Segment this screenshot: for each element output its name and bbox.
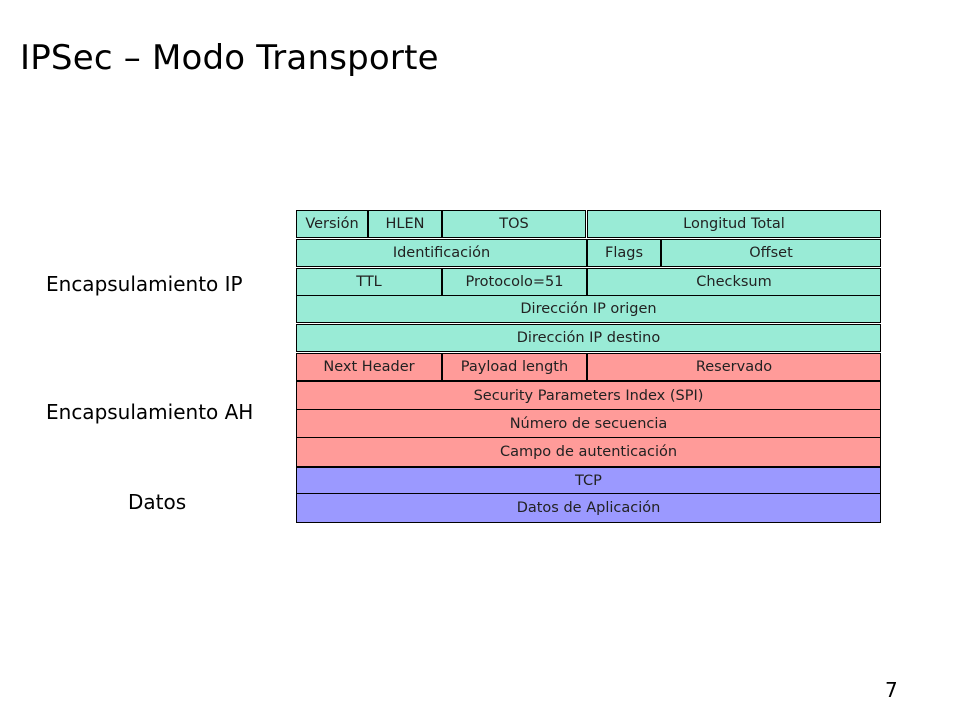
ah-next-header-field: Next Header xyxy=(296,353,442,381)
ip-identification-field: Identificación xyxy=(296,239,587,267)
ip-source-address-field: Dirección IP origen xyxy=(296,295,881,323)
ip-total-length-field: Longitud Total xyxy=(587,210,881,238)
ip-tos-field: TOS xyxy=(442,210,586,238)
ah-reserved-field: Reservado xyxy=(587,353,881,381)
ip-protocol-field: Protocolo=51 xyxy=(442,268,587,296)
ah-sequence-number-field: Número de secuencia xyxy=(296,409,881,438)
label-datos: Datos xyxy=(128,490,187,514)
ip-flags-field: Flags xyxy=(587,239,661,267)
ip-version-field: Versión xyxy=(296,210,368,238)
ip-ttl-field: TTL xyxy=(296,268,442,296)
label-encapsulamiento-ah: Encapsulamiento AH xyxy=(46,400,254,424)
ip-destination-address-field: Dirección IP destino xyxy=(296,324,881,352)
ah-payload-length-field: Payload length xyxy=(442,353,587,381)
data-application-field: Datos de Aplicación xyxy=(296,493,881,523)
label-encapsulamiento-ip: Encapsulamiento IP xyxy=(46,272,243,296)
ip-offset-field: Offset xyxy=(661,239,881,267)
ip-hlen-field: HLEN xyxy=(368,210,442,238)
ip-checksum-field: Checksum xyxy=(587,268,881,296)
ah-authentication-field: Campo de autenticación xyxy=(296,437,881,467)
data-tcp-field: TCP xyxy=(296,467,881,494)
ah-spi-field: Security Parameters Index (SPI) xyxy=(296,381,881,410)
page-title: IPSec – Modo Transporte xyxy=(20,38,439,78)
page-number: 7 xyxy=(885,678,898,702)
